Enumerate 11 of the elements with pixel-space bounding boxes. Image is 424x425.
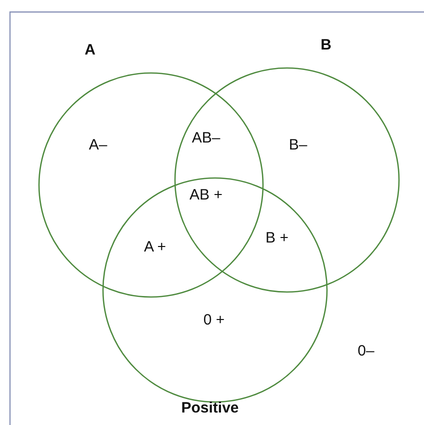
region-label: B + [266,230,288,246]
region-label: A + [144,238,166,256]
region-label: AB + [190,186,222,204]
region-label: 0 + [203,312,225,328]
region-label: 0– [358,342,374,360]
region-label: B– [288,136,308,154]
set-label: B [320,36,332,54]
set-label: Positive [181,400,239,416]
region-label: A– [88,136,108,154]
set-label: A [84,42,96,58]
region-label: AB– [192,130,220,146]
